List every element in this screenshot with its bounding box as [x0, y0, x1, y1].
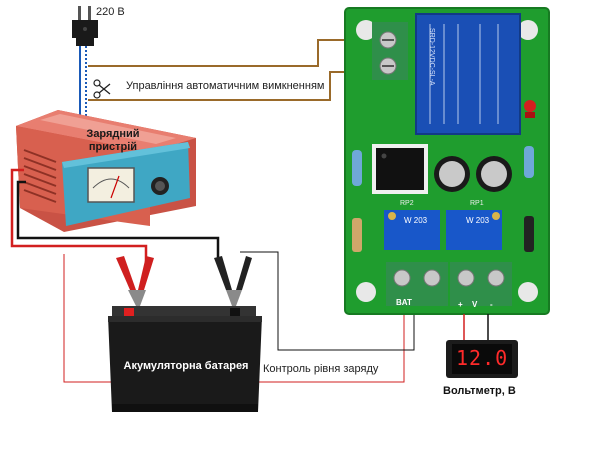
battery [108, 306, 262, 412]
potentiometer-rp2 [384, 210, 440, 250]
plug-voltage-label: 220 В [96, 6, 125, 18]
minus-terminal-label: - [490, 300, 493, 309]
charger-meter [87, 167, 135, 203]
rp2-label: RP2 [400, 200, 414, 207]
bottom-terminal-blocks [386, 262, 512, 306]
voltmeter-label: Вольтметр, В [443, 385, 516, 397]
red-clamp [116, 256, 154, 306]
relay [415, 13, 521, 135]
control-line-label: Управління автоматичним вимкненням [126, 80, 325, 92]
charge-level-label: Контроль рівня заряду [263, 363, 379, 375]
scissors-icon [93, 79, 111, 99]
mounting-holes [356, 20, 538, 302]
charger-knob [151, 177, 169, 195]
potentiometer-rp1 [446, 210, 502, 250]
plus-terminal-label: + [458, 300, 463, 309]
rp1-label: RP1 [470, 200, 484, 207]
capacitors [434, 156, 512, 192]
relay-model-text: SRD-12VDC-SL-A [428, 28, 435, 86]
power-plug [72, 6, 98, 46]
v-terminal-label: V [472, 300, 478, 309]
voltmeter-reading: 12.0 [456, 346, 509, 370]
battery-label: Акумуляторна батарея [123, 360, 249, 372]
pot-rp2-text: W 203 [404, 216, 428, 225]
bat-terminal-label: BAT [396, 298, 412, 307]
voltmeter [446, 340, 518, 378]
pot-rp1-text: W 203 [466, 216, 490, 225]
ic-chip [372, 144, 428, 194]
relay-terminal-block [372, 22, 408, 80]
charger-label: Зарядний пристрій [86, 128, 140, 153]
led-indicator [524, 100, 536, 118]
resistors [352, 146, 534, 252]
mains-cable [79, 46, 87, 120]
voltmeter-wires [463, 314, 489, 342]
black-clamp [214, 256, 252, 306]
